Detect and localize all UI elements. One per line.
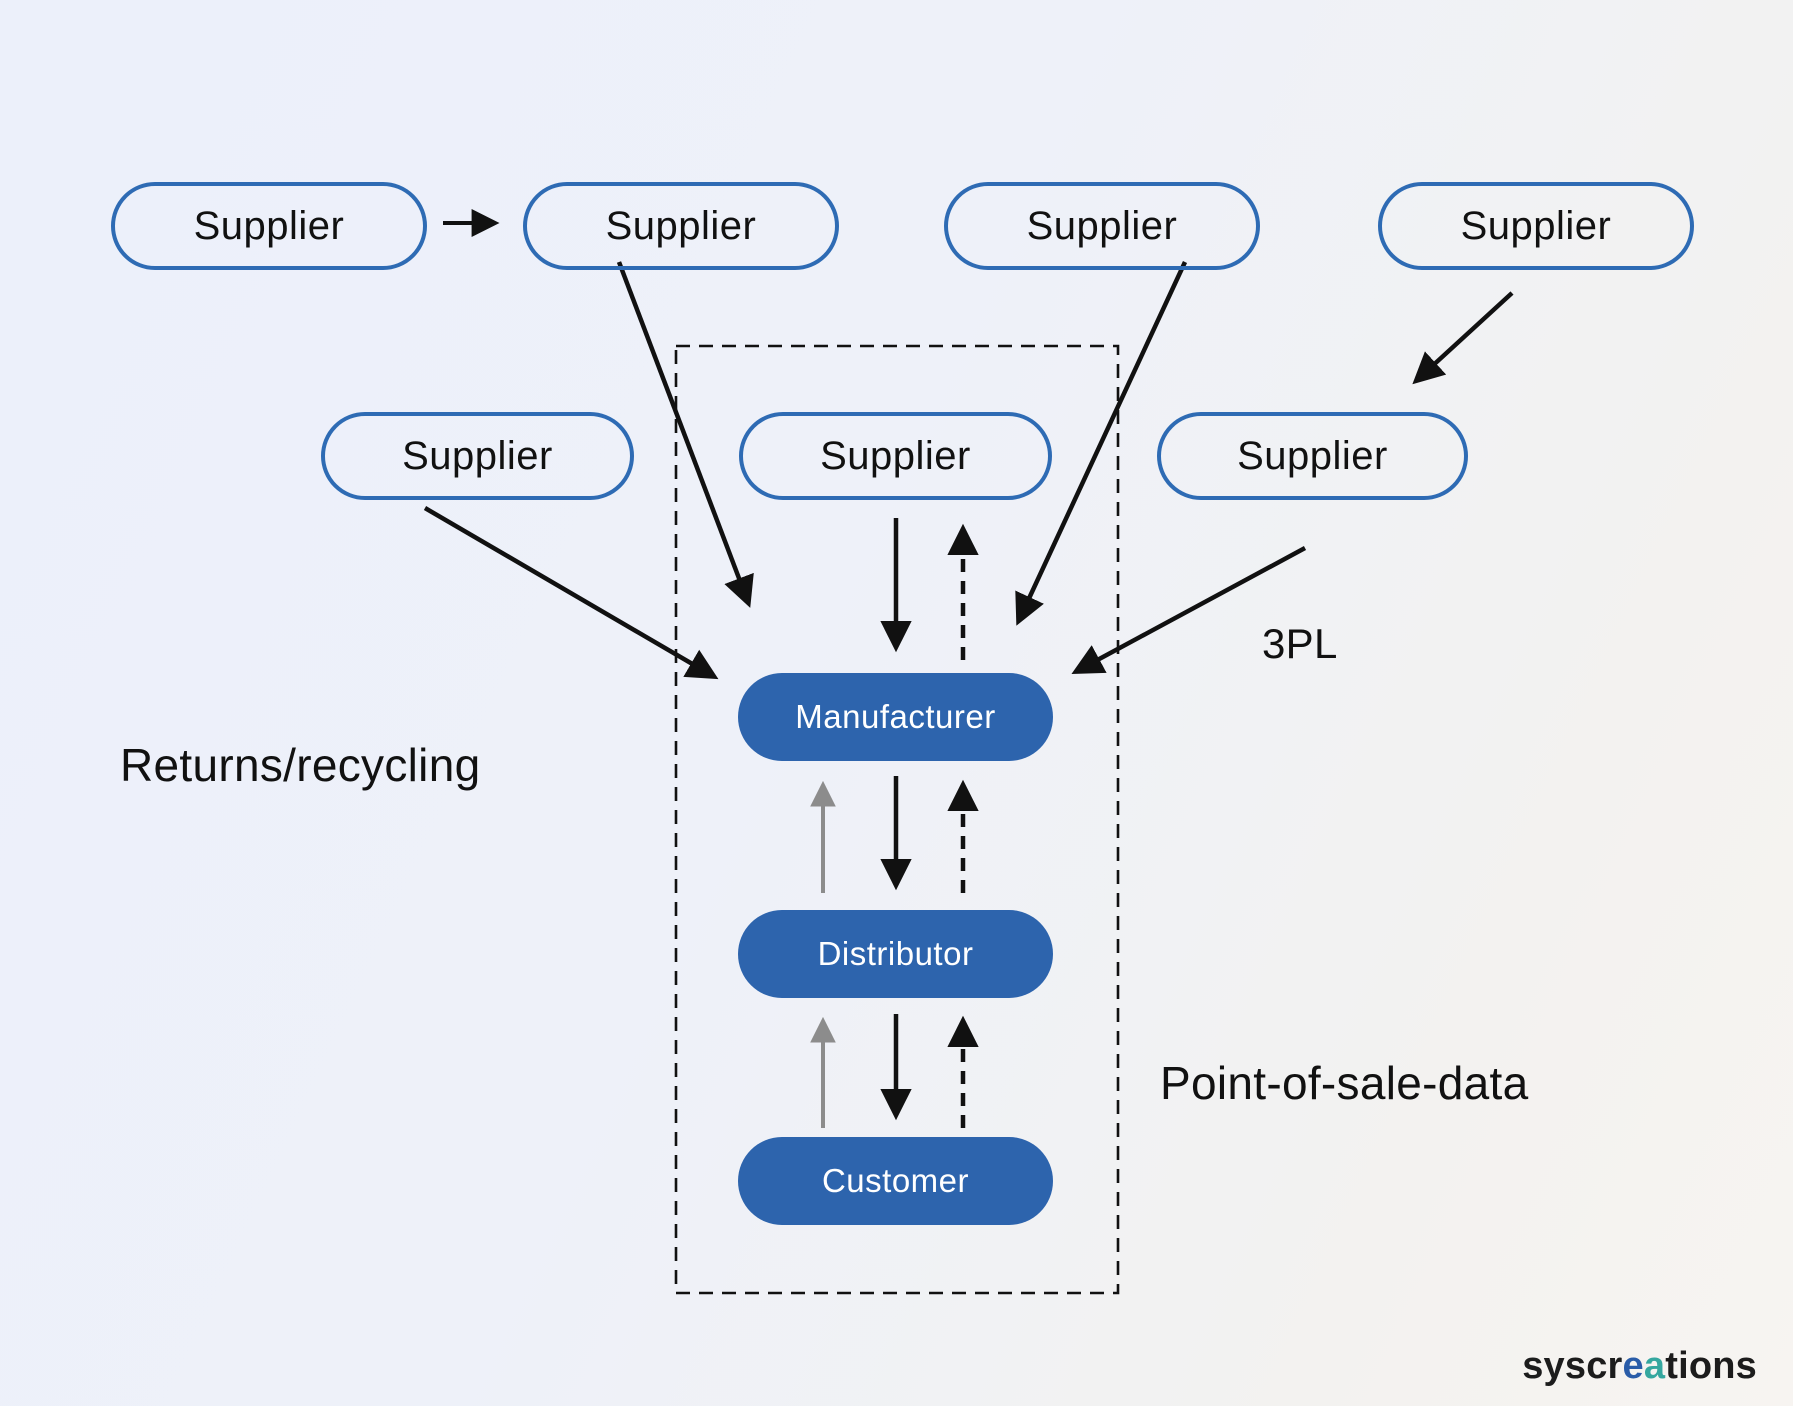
customer-node: Customer <box>738 1137 1053 1225</box>
logo-text-teal-a: a <box>1643 1345 1666 1387</box>
3pl-label: 3PL <box>1262 620 1338 667</box>
supplier-node-5: Supplier <box>321 412 634 500</box>
returns-recycling-label: Returns/recycling <box>120 739 481 791</box>
logo-text-black-1: syscr <box>1522 1345 1623 1387</box>
arrow-supplier4-supplier7 <box>1412 291 1514 385</box>
supplier-node-4: Supplier <box>1378 182 1694 270</box>
distributor-node: Distributor <box>738 910 1053 998</box>
syscreations-logo: syscreations <box>1522 1345 1757 1388</box>
arrow-supplier3-manufacturer <box>1015 261 1188 626</box>
logo-text-black-2: tions <box>1665 1345 1757 1387</box>
supplier-node-3: Supplier <box>944 182 1260 270</box>
supplier-node-1: Supplier <box>111 182 427 270</box>
arrow-supplier2-manufacturer <box>616 261 754 608</box>
supplier-node-2: Supplier <box>523 182 839 270</box>
supplier-node-7: Supplier <box>1157 412 1468 500</box>
manufacturer-node: Manufacturer <box>738 673 1053 761</box>
supplier-node-6: Supplier <box>739 412 1052 500</box>
point-of-sale-data-label: Point-of-sale-data <box>1160 1057 1529 1109</box>
arrow-supplier5-manufacturer <box>423 506 719 680</box>
logo-text-blue-e: e <box>1622 1345 1644 1387</box>
dashed-boundary-box <box>674 344 1120 1295</box>
arrow-3pl-manufacturer <box>1071 546 1307 674</box>
